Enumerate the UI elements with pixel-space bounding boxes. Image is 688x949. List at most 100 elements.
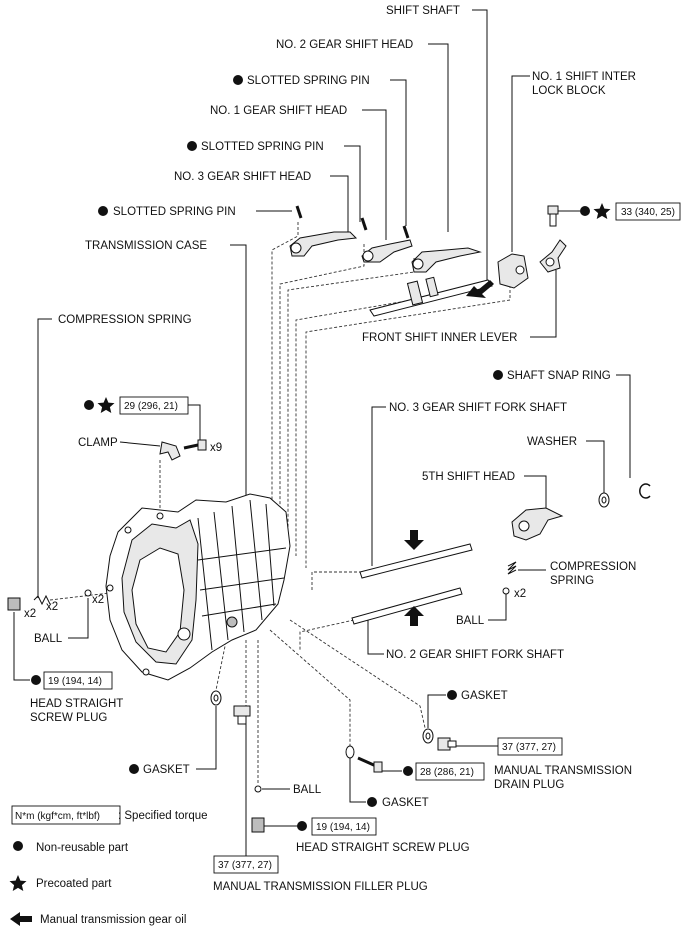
qty-clamp-bolts: x9 [210, 442, 222, 454]
label-fifth-shift-head: 5TH SHIFT HEAD [422, 471, 515, 483]
non-reusable-bullet [447, 690, 457, 700]
no2-gear-shift-fork-shaft [351, 587, 463, 626]
non-reusable-bullet [187, 141, 197, 151]
label-no2-gear-shift-head: NO. 2 GEAR SHIFT HEAD [276, 39, 413, 51]
fifth-shift-head [511, 507, 564, 541]
label-no3-gear-shift-fork-shaft: NO. 3 GEAR SHIFT FORK SHAFT [389, 402, 567, 414]
label-no1-shift-inter: NO. 1 SHIFT INTER [532, 71, 636, 83]
label-filler-plug: MANUAL TRANSMISSION FILLER PLUG [213, 881, 428, 893]
compression-spring-left [33, 594, 51, 606]
label-gasket-right-top: GASKET [461, 690, 508, 702]
non-reusable-bullet [233, 75, 243, 85]
slotted-spring-pin-1 [402, 225, 410, 239]
no3-gear-shift-fork-shaft [359, 530, 473, 579]
gear-oil-arrow-shift-shaft [466, 280, 494, 298]
label-head-plug-bottom: HEAD STRAIGHT SCREW PLUG [296, 842, 470, 854]
legend-star [9, 875, 27, 891]
legend-gear-oil: Manual transmission gear oil [40, 914, 186, 926]
precoated-star [593, 203, 611, 219]
label-drain-plug-1: MANUAL TRANSMISSION [494, 765, 632, 777]
head-straight-screw-plug-left [7, 597, 21, 611]
manual-transmission-drain-plug [437, 737, 457, 751]
non-reusable-bullet [367, 797, 377, 807]
interlock-bolt [547, 205, 559, 227]
manual-transmission-filler-plug [233, 705, 251, 725]
slotted-spring-pin-3 [295, 205, 303, 219]
label-drain-plug-2: DRAIN PLUG [494, 779, 564, 791]
torque-clamp-bolt: 29 (296, 21) [124, 401, 178, 412]
head-straight-screw-plug-bottom [251, 817, 265, 833]
label-compression-spring-left: COMPRESSION SPRING [58, 314, 192, 326]
leader-lines [13, 9, 631, 858]
label-clamp: CLAMP [78, 437, 118, 449]
ball-right [502, 587, 510, 595]
label-slotted-spring-pin-3: SLOTTED SPRING PIN [113, 206, 236, 218]
clamp [159, 441, 181, 461]
label-gasket-bottom: GASKET [382, 797, 429, 809]
non-reusable-bullet [84, 400, 94, 410]
label-lock-block: LOCK BLOCK [532, 85, 606, 97]
torque-bolt-28: 28 (286, 21) [420, 767, 474, 778]
compression-spring-right [507, 561, 517, 575]
non-reusable-bullet [403, 766, 413, 776]
bolt-28 [357, 756, 383, 773]
label-gasket-left: GASKET [143, 764, 190, 776]
label-no2-gear-shift-fork-shaft: NO. 2 GEAR SHIFT FORK SHAFT [386, 649, 564, 661]
torque-drain-plug: 37 (377, 27) [502, 742, 556, 753]
no3-gear-shift-head [289, 231, 358, 257]
shaft-snap-ring [639, 483, 651, 499]
non-reusable-bullet [493, 370, 503, 380]
label-shaft-snap-ring: SHAFT SNAP RING [507, 370, 611, 382]
non-reusable-bullet [31, 675, 41, 685]
torque-interlock-bolt: 33 (340, 25) [621, 207, 675, 218]
label-front-shift-inner-lever: FRONT SHIFT INNER LEVER [362, 332, 518, 344]
legend-torque-text: : Specified torque [118, 810, 208, 822]
qty-ball-right: x2 [514, 588, 526, 600]
label-no3-gear-shift-head: NO. 3 GEAR SHIFT HEAD [174, 171, 311, 183]
label-head-straight-1: HEAD STRAIGHT [30, 698, 123, 710]
ball-left [84, 589, 92, 597]
label-slotted-spring-pin-1: SLOTTED SPRING PIN [247, 75, 370, 87]
label-slotted-spring-pin-2: SLOTTED SPRING PIN [201, 141, 324, 153]
shift-shaft [369, 276, 493, 317]
gasket-left [210, 690, 222, 706]
label-compression-right-2: SPRING [550, 575, 594, 587]
legend-gear-oil-arrow [10, 912, 32, 926]
qty-plug-left: x2 [24, 608, 36, 620]
transmission-case [105, 493, 291, 681]
no2-gear-shift-head [411, 247, 482, 273]
ball-bottom [254, 785, 262, 793]
legend-torque-box: N*m (kgf*cm, ft*lbf) [15, 811, 100, 822]
clamp-bolt [183, 439, 207, 451]
label-transmission-case: TRANSMISSION CASE [85, 240, 207, 252]
slotted-spring-pin-2 [360, 217, 368, 231]
label-head-straight-2: SCREW PLUG [30, 712, 107, 724]
front-shift-inner-lever [539, 239, 567, 273]
torque-head-plug-bottom: 19 (194, 14) [316, 822, 370, 833]
label-ball-left: BALL [34, 633, 63, 645]
text-labels: SHIFT SHAFT NO. 2 GEAR SHIFT HEAD SLOTTE… [15, 5, 675, 926]
label-no1-gear-shift-head: NO. 1 GEAR SHIFT HEAD [210, 105, 347, 117]
torque-filler-plug: 37 (377, 27) [218, 860, 272, 871]
label-ball-bottom: BALL [293, 784, 322, 796]
label-washer: WASHER [527, 436, 577, 448]
no1-gear-shift-head [361, 239, 413, 263]
gasket-right [422, 728, 434, 744]
torque-boxes [11, 202, 681, 874]
symbols [9, 75, 611, 926]
legend-precoated: Precoated part [36, 878, 112, 890]
non-reusable-bullet [98, 206, 108, 216]
washer [598, 492, 610, 508]
torque-head-plug-left: 19 (194, 14) [48, 676, 102, 687]
label-ball-right: BALL [456, 615, 485, 627]
qty-ball-left: x2 [92, 594, 104, 606]
gasket-bottom [345, 745, 355, 759]
precoated-star [97, 397, 115, 413]
label-shift-shaft: SHIFT SHAFT [386, 5, 460, 17]
qty-spring-left: x2 [46, 601, 58, 613]
no1-shift-interlock-block [497, 253, 529, 289]
non-reusable-bullet [129, 764, 139, 774]
non-reusable-bullet [580, 206, 590, 216]
legend-bullet [13, 841, 23, 851]
